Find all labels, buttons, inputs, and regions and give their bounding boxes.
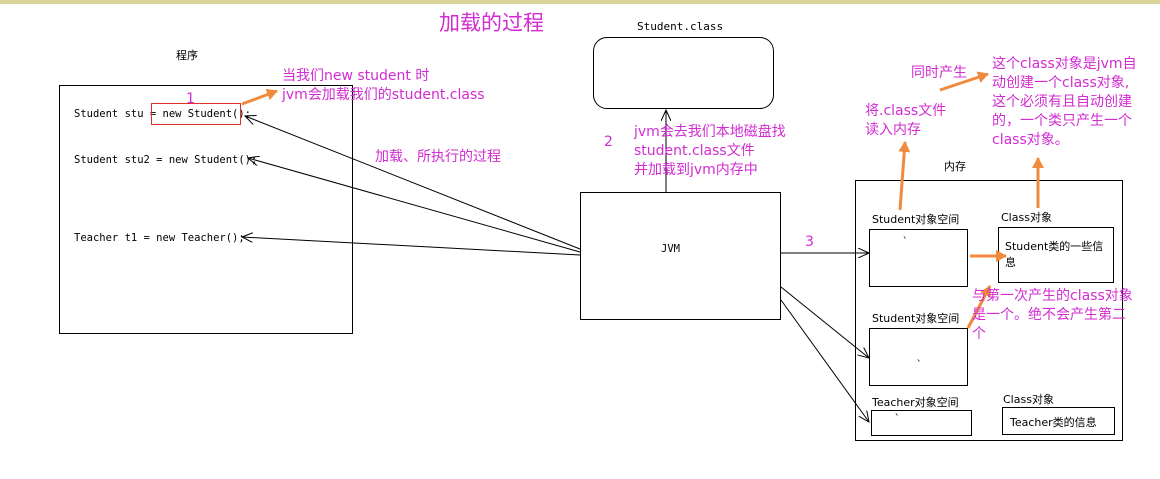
note-new-student-line1: 当我们new student 时	[282, 68, 430, 84]
teacher-space-label: Teacher对象空间	[872, 396, 959, 409]
note-read-memory-line1: 将.class文件	[865, 103, 947, 119]
note-class-desc-line3: 这个必须有且自动创建	[992, 94, 1132, 110]
code-line-t1: Teacher t1 = new Teacher();	[74, 232, 245, 244]
arrow-jvm-to-stu2	[248, 158, 581, 253]
class-object-2-content: Teacher类的信息	[1010, 416, 1097, 429]
jvm-label: JVM	[661, 243, 680, 255]
jvm-box: JVM	[580, 192, 781, 320]
student-class-label: Student.class	[637, 20, 724, 33]
note-loading-process: 加载、所执行的过程	[375, 149, 501, 165]
note-find-file-line3: 并加载到jvm内存中	[634, 162, 758, 178]
arrow-jvm-to-student-space-2	[780, 286, 869, 358]
teacher-space: `	[871, 410, 972, 436]
student-space-2: `	[869, 328, 968, 386]
class-object-1-content-line2: 息	[1005, 256, 1016, 269]
window-top-bar	[0, 0, 1160, 4]
step-1-label: 1	[186, 91, 195, 107]
arrow-highlight-to-note	[241, 88, 278, 106]
student-class-file	[593, 37, 774, 109]
student-space-1: `	[869, 229, 968, 287]
student-space-1-label: Student对象空间	[872, 213, 960, 226]
note-read-memory-line2: 读入内存	[865, 122, 921, 138]
teacher-space-marker: `	[894, 413, 901, 425]
diagram-title: 加载的过程	[439, 11, 544, 35]
step-2-label: 2	[604, 134, 613, 150]
arrow-jvm-to-stu	[245, 116, 581, 250]
arrow-jvm-to-teacher-space	[780, 299, 869, 422]
note-same-line2: 是一个。绝不会产生第二	[972, 307, 1126, 323]
class-object-1: Student类的一些信 息	[998, 227, 1114, 283]
class-object-1-content-line1: Student类的一些信	[1005, 240, 1104, 253]
student-space-2-label: Student对象空间	[872, 312, 960, 325]
student-space-2-marker: `	[916, 359, 923, 371]
program-box: Student stu = new Student(); Student stu…	[59, 85, 353, 334]
code-line-stu2: Student stu2 = new Student();	[74, 154, 258, 166]
arrow-read-to-produce	[939, 71, 989, 92]
memory-box	[855, 180, 1123, 441]
note-find-file-line1: jvm会去我们本地磁盘找	[634, 124, 786, 140]
arrow-memory-to-read-note	[898, 141, 911, 211]
note-same-line3: 个	[972, 326, 986, 342]
note-find-file-line2: student.class文件	[634, 143, 755, 159]
note-simultaneously: 同时产生	[911, 65, 967, 81]
note-class-desc-line5: class对象。	[992, 132, 1069, 148]
step-3-label: 3	[805, 234, 814, 250]
student-space-1-marker: `	[902, 236, 909, 248]
note-class-desc-line2: 动创建一个class对象,	[992, 75, 1130, 91]
code-line-stu: Student stu = new Student();	[74, 108, 252, 120]
arrow-space2-to-same-note	[966, 285, 992, 329]
note-same-line1: 与第一次产生的class对象	[972, 288, 1133, 304]
memory-label: 内存	[944, 160, 966, 173]
note-class-desc-line1: 这个class对象是jvm自	[992, 56, 1137, 72]
class-object-2-label: Class对象	[1003, 393, 1054, 406]
note-new-student-line2: jvm会加载我们的student.class	[282, 87, 485, 103]
class-object-2: Teacher类的信息	[1002, 407, 1115, 435]
class-object-1-label: Class对象	[1001, 211, 1052, 224]
arrow-jvm-to-t1	[242, 237, 581, 256]
program-label: 程序	[176, 49, 198, 62]
note-class-desc-line4: 的，一个类只产生一个	[992, 113, 1132, 129]
new-student-highlight	[151, 103, 241, 125]
